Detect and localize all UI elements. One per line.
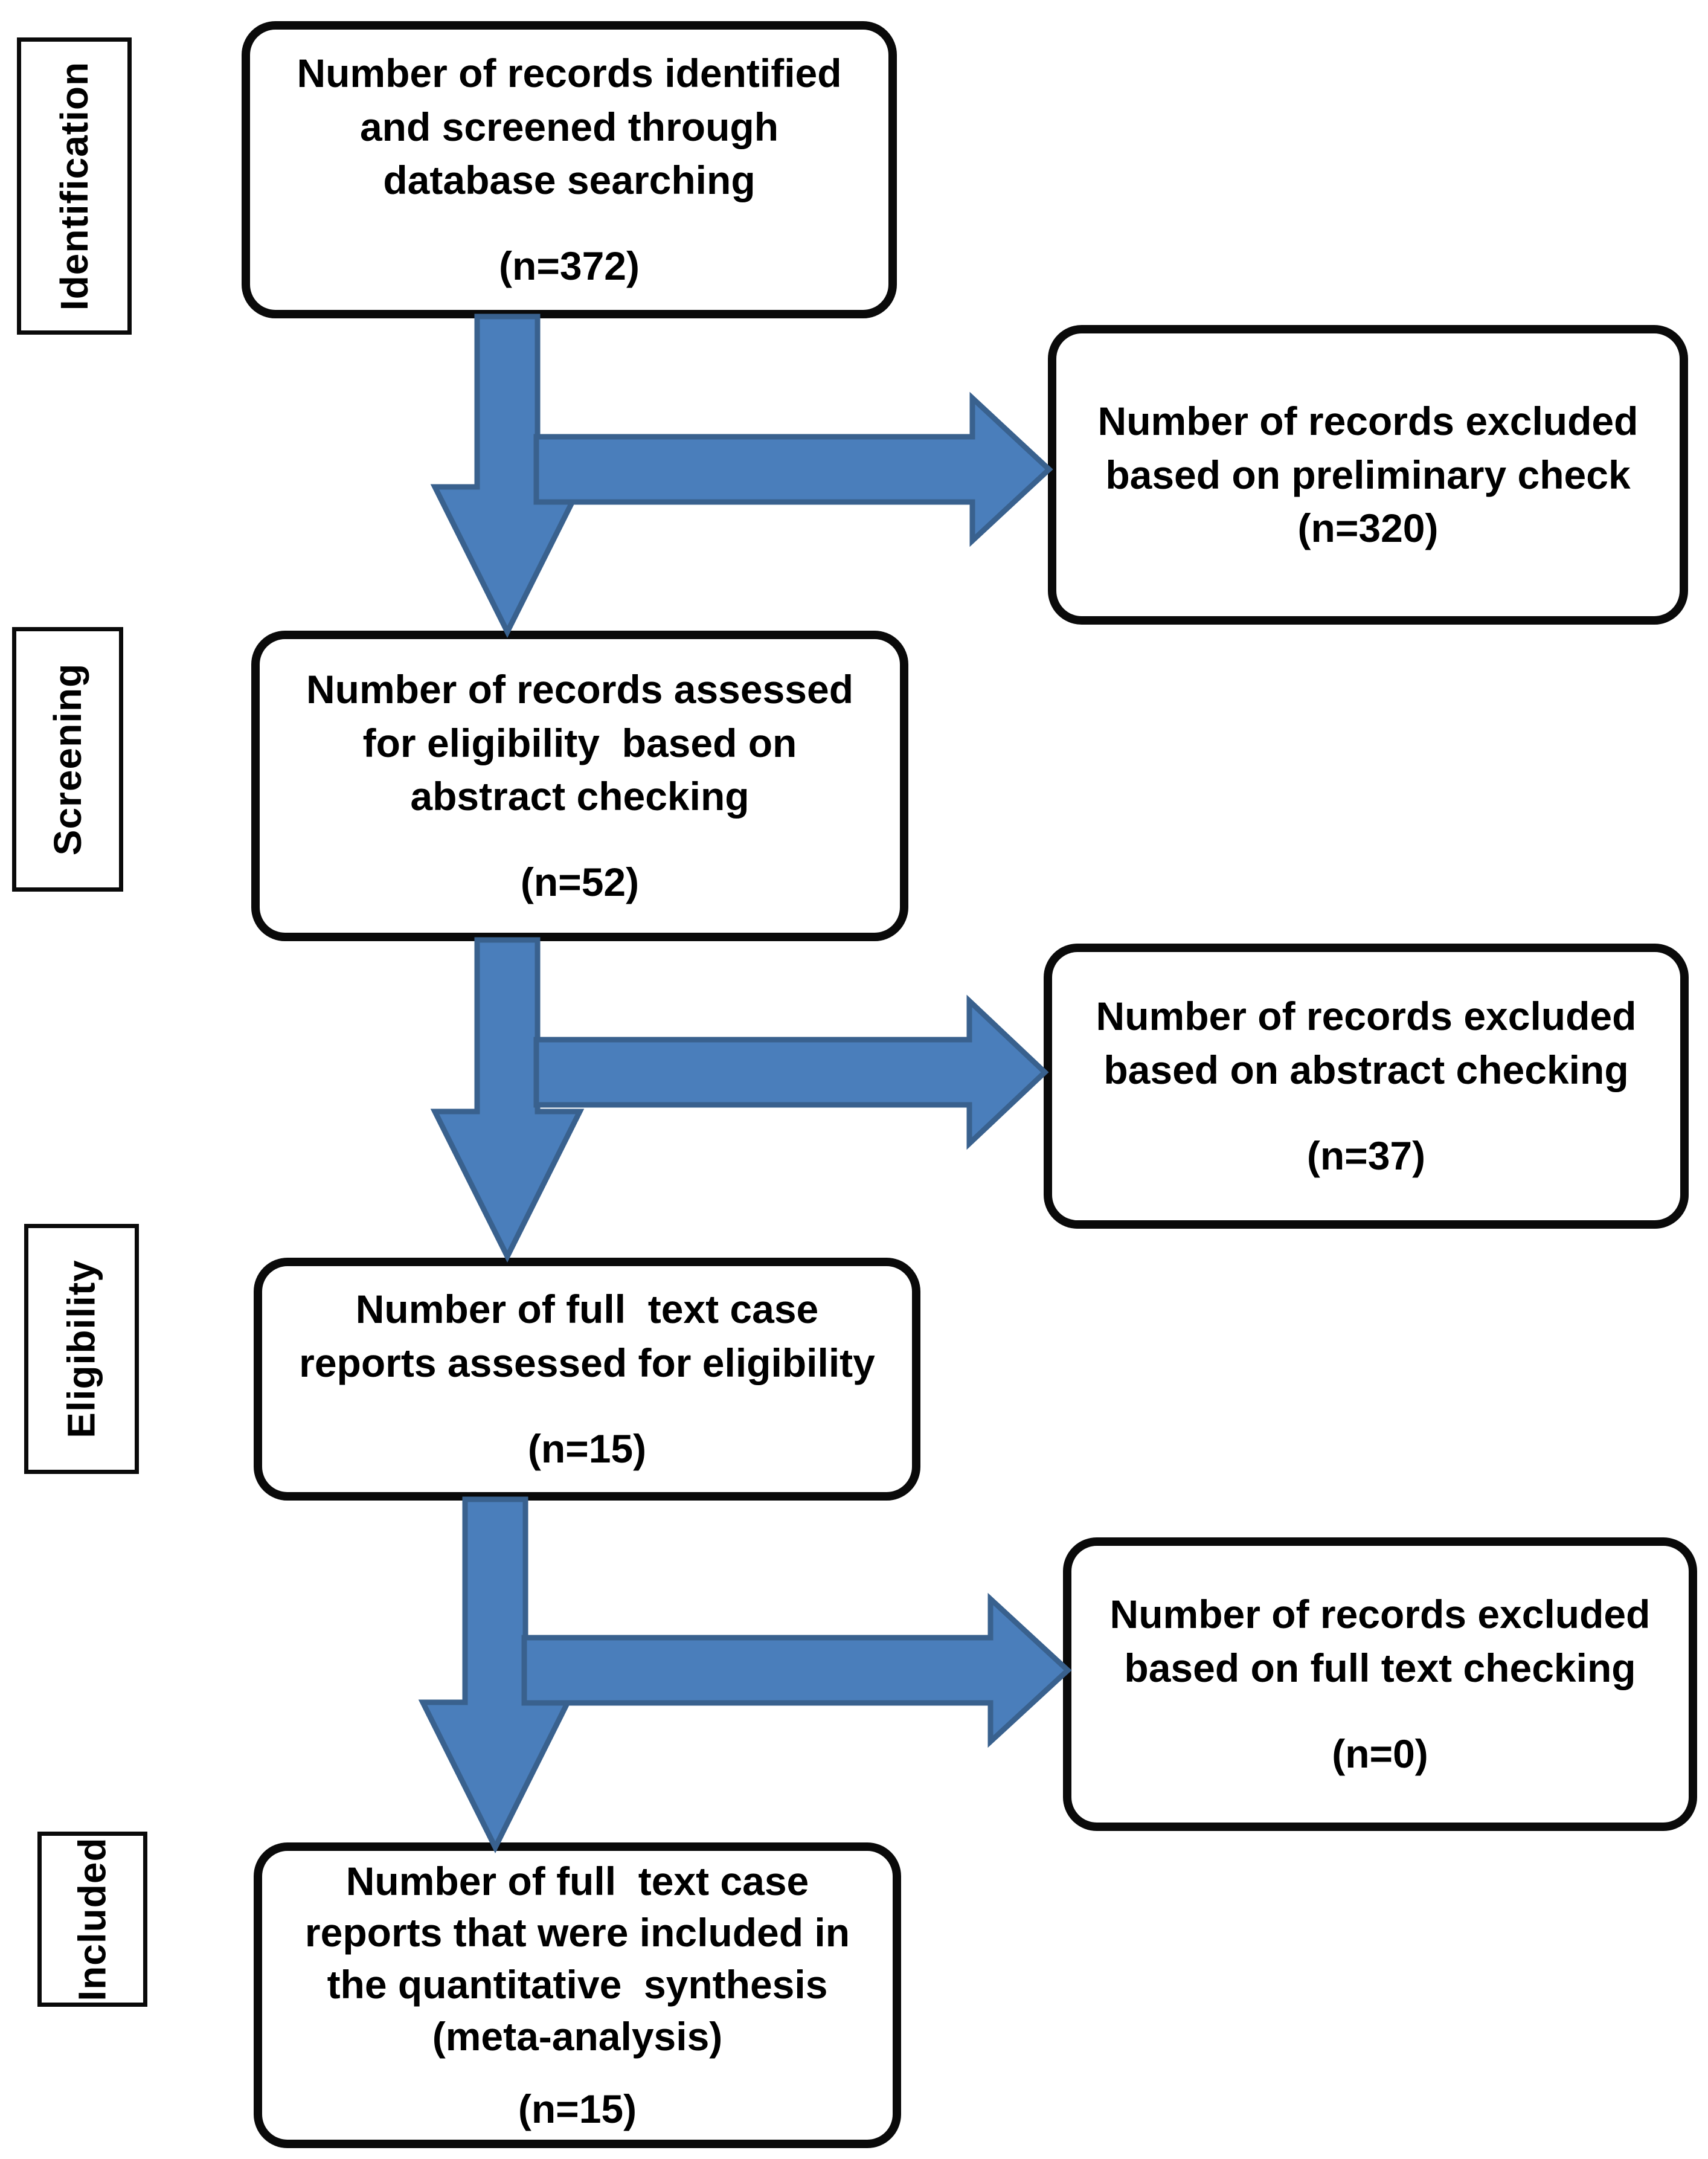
box-text-line: based on full text checking (1124, 1645, 1636, 1690)
box-excluded-preliminary: Number of records excluded based on prel… (1048, 325, 1688, 625)
box-count: (n=372) (499, 243, 640, 289)
box-text-line: based on abstract checking (1103, 1047, 1629, 1092)
box-count: (n=0) (1332, 1731, 1428, 1777)
box-text-line: Number of full text case (355, 1287, 819, 1332)
box-count: (n=15) (527, 1426, 647, 1472)
box-text-line: and screened through (359, 104, 779, 149)
box-count: (n=15) (518, 2086, 637, 2131)
box-text-line: based on preliminary check (1105, 452, 1631, 497)
arrow-right-excluded-preliminary (533, 391, 1053, 547)
box-text-line: database searching (383, 158, 756, 202)
box-text-line: Number of records excluded (1109, 1592, 1651, 1637)
box-text-line: the quantitative synthesis (327, 1962, 828, 2007)
box-count: (n=37) (1306, 1133, 1426, 1179)
box-text-line: Number of records excluded (1096, 994, 1637, 1039)
arrow-down-identification-to-screening (430, 314, 585, 639)
stage-label-identification: Identification (17, 37, 132, 335)
stage-label-text: Screening (46, 663, 89, 856)
arrow-right-excluded-fulltext (521, 1592, 1072, 1748)
box-included-meta-analysis: Number of full text case reports that we… (254, 1842, 901, 2148)
stage-label-eligibility: Eligibility (24, 1224, 139, 1474)
box-count: (n=320) (1297, 506, 1439, 551)
box-count: (n=52) (520, 860, 640, 905)
stage-label-text: Identification (53, 61, 96, 311)
box-records-identified: Number of records identified and screene… (242, 21, 897, 318)
stage-label-screening: Screening (12, 627, 123, 892)
stage-label-text: Eligibility (60, 1260, 103, 1438)
box-text-line: reports assessed for eligibility (299, 1340, 875, 1385)
box-fulltext-assessed: Number of full text case reports assesse… (254, 1258, 920, 1501)
box-text-line: abstract checking (410, 774, 750, 819)
box-text-line: (meta-analysis) (432, 2013, 723, 2059)
box-text-line: Number of records excluded (1097, 399, 1639, 444)
stage-label-text: Included (71, 1837, 114, 2001)
box-records-assessed: Number of records assessed for eligibili… (251, 631, 908, 941)
arrow-down-screening-to-eligibility (430, 937, 585, 1263)
box-text-line: Number of records assessed (306, 667, 854, 712)
arrow-down-eligibility-to-included (418, 1496, 573, 1854)
box-text-line: reports that were included in (304, 1910, 850, 1955)
box-text-line: Number of full text case (345, 1858, 809, 1903)
stage-label-included: Included (37, 1832, 147, 2007)
box-text-line: for eligibility based on (362, 720, 797, 765)
box-excluded-abstract: Number of records excluded based on abst… (1044, 944, 1689, 1229)
box-text-line: Number of records identified (297, 51, 842, 96)
box-excluded-fulltext: Number of records excluded based on full… (1063, 1537, 1697, 1831)
arrow-right-excluded-abstract (533, 994, 1049, 1150)
